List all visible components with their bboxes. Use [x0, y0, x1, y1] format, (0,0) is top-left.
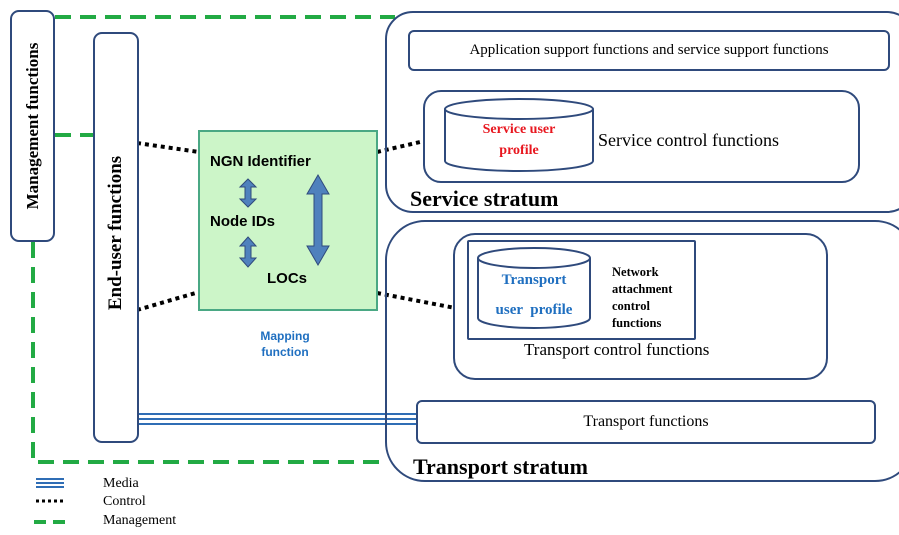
nacf-label-line-2: attachment — [612, 282, 673, 296]
legend-control-label: Control — [103, 494, 146, 509]
nacf-label: Network attachment control functions — [612, 264, 672, 332]
service-stratum-container — [385, 11, 899, 213]
nacf-label-line-1: Network — [612, 265, 659, 279]
transport-functions-label: Transport functions — [583, 413, 709, 430]
service-stratum-title: Service stratum — [410, 186, 559, 211]
transport-user-profile-label-1: Transport — [501, 272, 567, 288]
legend: Media Control Management — [28, 474, 228, 534]
end-user-functions-label: End-user functions — [105, 155, 126, 311]
legend-media-label: Media — [103, 476, 139, 491]
management-functions-label: Management functions — [23, 42, 42, 210]
ngn-identifier-label: NGN Identifier — [210, 153, 311, 170]
mapping-function-box — [198, 130, 378, 311]
control-line-enduser-mapping-top — [136, 141, 200, 154]
transport-stratum-title: Transport stratum — [413, 454, 588, 479]
double-arrow-icon-long — [306, 174, 330, 266]
service-user-profile-label-1: Service user — [482, 122, 556, 137]
nacf-label-line-3: control — [612, 299, 650, 313]
nacf-label-line-4: functions — [612, 316, 662, 330]
legend-swatches — [34, 478, 68, 524]
management-functions-box — [10, 10, 55, 242]
legend-media-swatch — [36, 478, 64, 488]
service-control-label: Service control functions — [598, 130, 779, 150]
locs-label: LOCs — [267, 270, 308, 287]
management-line-frame — [31, 242, 385, 464]
control-line-enduser-mapping-bottom — [136, 290, 200, 312]
mapping-caption-line-2: function — [261, 345, 309, 359]
service-user-profile-cylinder — [444, 98, 594, 172]
app-support-box — [408, 30, 890, 71]
node-ids-label: Node IDs — [210, 213, 276, 230]
mapping-caption-line-1: Mapping — [260, 329, 310, 343]
transport-user-profile-label-2: user profile — [495, 302, 573, 318]
double-arrow-icon-lower — [238, 236, 258, 268]
service-user-profile-label-2: profile — [499, 143, 539, 158]
legend-management-label: Management — [103, 513, 177, 528]
transport-control-label: Transport control functions — [524, 340, 710, 359]
transport-functions-box — [416, 400, 876, 444]
double-arrow-icon-upper — [238, 178, 258, 208]
app-support-label: Application support functions and servic… — [469, 42, 829, 58]
transport-user-profile-cylinder — [477, 247, 591, 329]
transport-stratum-container — [385, 220, 899, 482]
control-line-mapping-transport — [376, 291, 477, 314]
management-lines — [31, 15, 395, 464]
media-lines — [138, 413, 417, 425]
end-user-functions-box — [93, 32, 139, 443]
